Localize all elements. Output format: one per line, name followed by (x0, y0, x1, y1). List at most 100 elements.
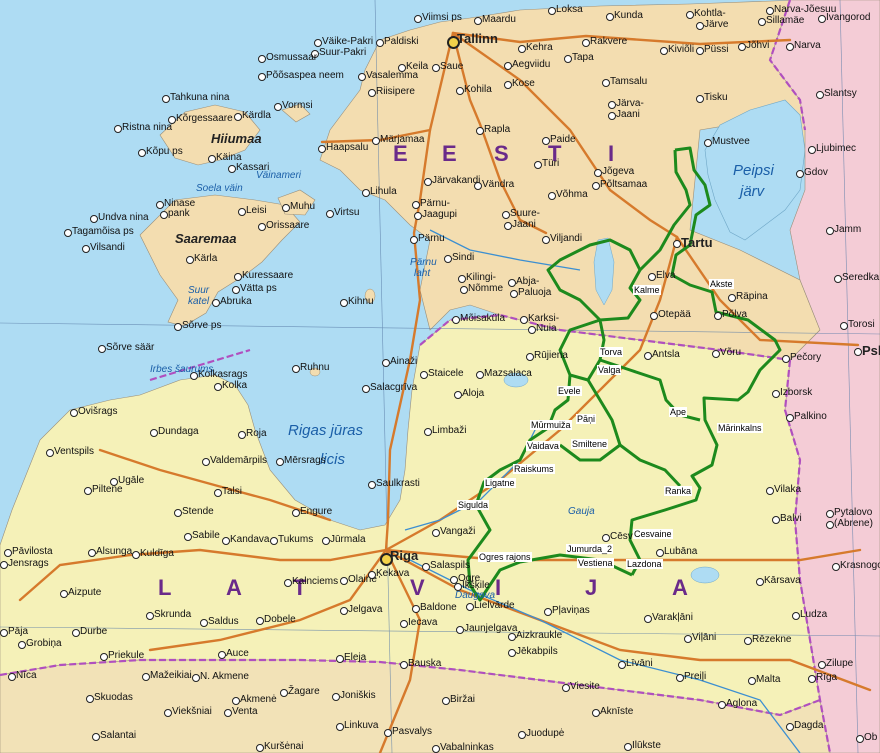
city-marker[interactable] (284, 579, 292, 587)
place-label[interactable]: Tartu (681, 235, 713, 250)
place-label[interactable]: Järve (704, 19, 729, 30)
city-marker[interactable] (114, 125, 122, 133)
place-label[interactable]: Pärnu (418, 233, 445, 244)
place-label[interactable]: Limbaži (432, 425, 467, 436)
city-marker[interactable] (202, 458, 210, 466)
place-label[interactable]: Aknīste (600, 706, 634, 717)
place-label[interactable]: Jaagupi (422, 209, 458, 220)
route-waypoint-label[interactable]: Ranka (664, 486, 693, 496)
place-label[interactable]: Mērsrags (284, 455, 326, 466)
place-label[interactable]: Sõrve säär (106, 342, 155, 353)
city-marker[interactable] (696, 95, 704, 103)
city-marker[interactable] (650, 312, 658, 320)
place-label[interactable]: Salacgrīva (370, 382, 418, 393)
city-marker[interactable] (160, 211, 168, 219)
place-label[interactable]: Mustvee (712, 136, 750, 147)
place-label[interactable]: Tapa (572, 52, 594, 63)
city-marker[interactable] (138, 149, 146, 157)
city-marker[interactable] (82, 245, 90, 253)
city-marker[interactable] (447, 36, 460, 49)
place-label[interactable]: Ob (864, 732, 878, 743)
place-label[interactable]: Kilingi- (466, 272, 497, 283)
place-label[interactable]: Jõhvi (746, 40, 770, 51)
place-label[interactable]: Auce (226, 648, 249, 659)
place-label[interactable]: Tahkuna nina (170, 92, 230, 103)
city-marker[interactable] (232, 697, 240, 705)
city-marker[interactable] (686, 11, 694, 19)
city-marker[interactable] (258, 223, 266, 231)
city-marker[interactable] (624, 743, 632, 751)
city-marker[interactable] (608, 112, 616, 120)
city-marker[interactable] (528, 326, 536, 334)
city-marker[interactable] (212, 299, 220, 307)
city-marker[interactable] (816, 91, 824, 99)
city-marker[interactable] (834, 275, 842, 283)
place-label[interactable]: Kuršėnai (264, 741, 304, 752)
place-label[interactable]: Ovišrags (78, 406, 118, 417)
city-marker[interactable] (454, 391, 462, 399)
city-marker[interactable] (452, 316, 460, 324)
place-label[interactable]: Žagare (288, 686, 320, 697)
city-marker[interactable] (714, 312, 722, 320)
city-marker[interactable] (656, 549, 664, 557)
city-marker[interactable] (748, 677, 756, 685)
place-label[interactable]: Priekule (108, 650, 145, 661)
city-marker[interactable] (274, 103, 282, 111)
city-marker[interactable] (292, 509, 300, 517)
place-label[interactable]: Võru (720, 347, 742, 358)
city-marker[interactable] (412, 605, 420, 613)
city-marker[interactable] (100, 653, 108, 661)
place-label[interactable]: Staicele (428, 368, 464, 379)
city-marker[interactable] (808, 675, 816, 683)
city-marker[interactable] (826, 510, 834, 518)
city-marker[interactable] (64, 229, 72, 237)
city-marker[interactable] (582, 39, 590, 47)
place-label[interactable]: Kassari (236, 162, 270, 173)
place-label[interactable]: Nõmme (468, 283, 504, 294)
city-marker[interactable] (168, 116, 176, 124)
place-label[interactable]: Jõgeva (602, 166, 635, 177)
city-marker[interactable] (432, 745, 440, 753)
city-marker[interactable] (70, 409, 78, 417)
place-label[interactable]: Kohila (464, 84, 492, 95)
city-marker[interactable] (208, 155, 216, 163)
place-label[interactable]: Kärdla (242, 110, 271, 121)
city-marker[interactable] (90, 215, 98, 223)
city-marker[interactable] (336, 723, 344, 731)
city-marker[interactable] (398, 64, 406, 72)
city-marker[interactable] (234, 113, 242, 121)
city-marker[interactable] (368, 481, 376, 489)
city-marker[interactable] (256, 617, 264, 625)
place-label[interactable]: Vormsi (282, 100, 313, 111)
place-label[interactable]: Tamsalu (610, 76, 648, 87)
city-marker[interactable] (432, 64, 440, 72)
place-label[interactable]: Pasvalys (392, 726, 433, 737)
place-label[interactable]: Ludza (800, 609, 828, 620)
place-label[interactable]: Paide (550, 134, 576, 145)
city-marker[interactable] (526, 353, 534, 361)
city-marker[interactable] (336, 655, 344, 663)
place-label[interactable]: Paldiski (384, 36, 419, 47)
place-label[interactable]: Otepää (658, 309, 691, 320)
place-label[interactable]: Kārsava (764, 575, 801, 586)
city-marker[interactable] (544, 608, 552, 616)
city-marker[interactable] (414, 15, 422, 23)
place-label[interactable]: Kihnu (348, 296, 374, 307)
city-marker[interactable] (684, 635, 692, 643)
city-marker[interactable] (164, 709, 172, 717)
city-marker[interactable] (444, 255, 452, 263)
city-marker[interactable] (420, 371, 428, 379)
city-marker[interactable] (504, 62, 512, 70)
city-marker[interactable] (704, 139, 712, 147)
place-label[interactable]: Seredka (842, 272, 880, 283)
place-label[interactable]: Biržai (450, 694, 476, 705)
city-marker[interactable] (368, 571, 376, 579)
place-label[interactable]: Vilaka (774, 484, 802, 495)
place-label[interactable]: Nīca (16, 670, 37, 681)
city-marker[interactable] (218, 651, 226, 659)
city-marker[interactable] (466, 603, 474, 611)
city-marker[interactable] (454, 583, 462, 591)
route-waypoint-label[interactable]: Mārinkalns (717, 423, 763, 433)
place-label[interactable]: Ikšķile (462, 580, 490, 591)
place-label[interactable]: Ruhnu (300, 362, 330, 373)
